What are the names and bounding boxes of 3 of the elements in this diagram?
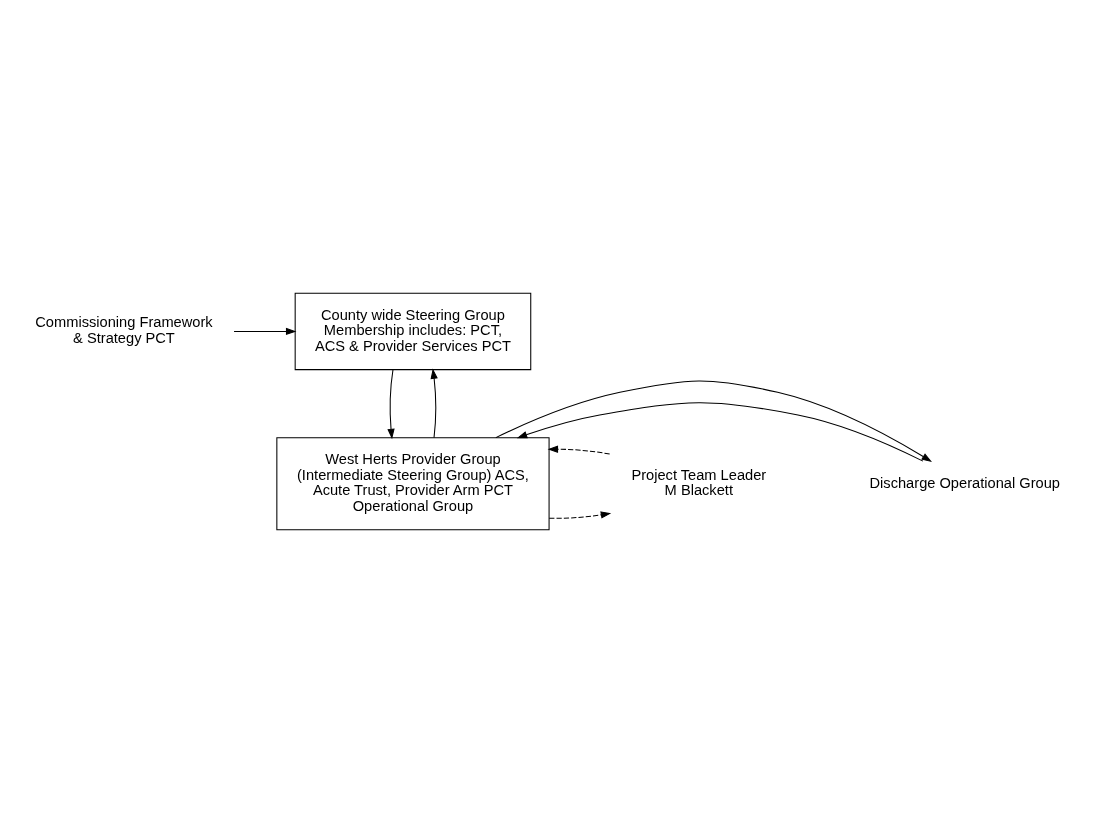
node-text: Commissioning Framework & Strategy PCT xyxy=(35,314,213,347)
node-text: Project Team Leader M Blackett xyxy=(631,466,767,499)
node-text: Discharge Operational Group xyxy=(869,474,1060,491)
